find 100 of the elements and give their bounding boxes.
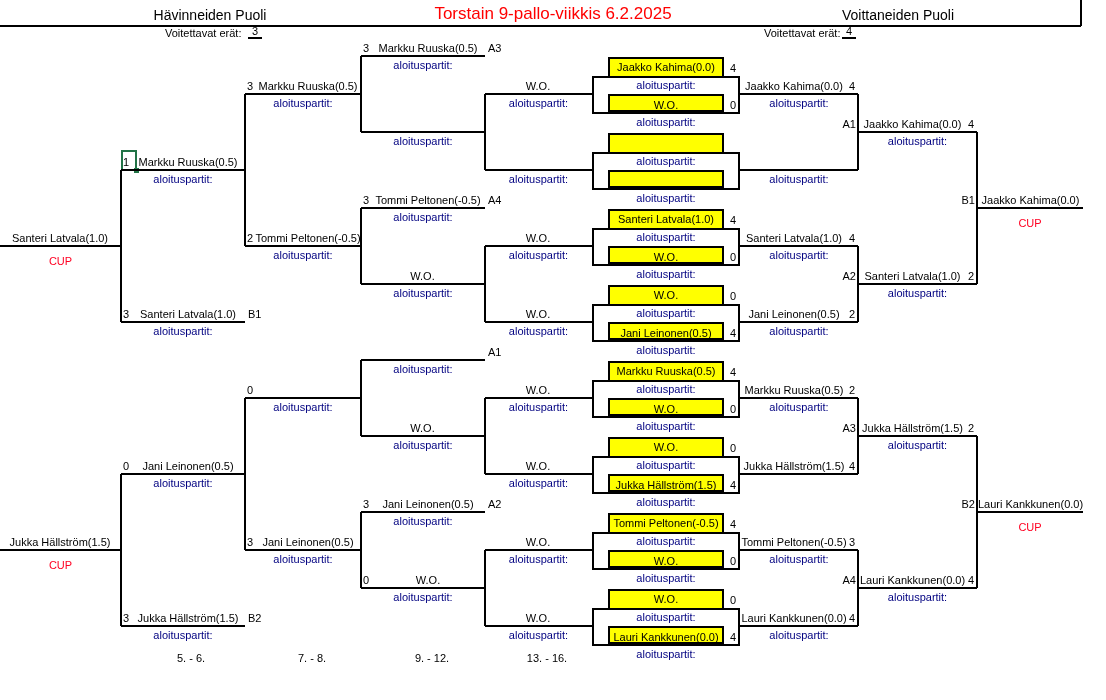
player-name: Tommi Peltonen(-0.5) xyxy=(741,536,847,549)
cup-label: CUP xyxy=(48,559,73,572)
player-name: Santeri Latvala(1.0) xyxy=(140,308,236,321)
seed-tag: A1 xyxy=(488,346,502,359)
seed-tag: A4 xyxy=(488,194,502,207)
score: 0 xyxy=(247,384,254,397)
note-text: aloituspartit: xyxy=(636,383,696,396)
score: 0 xyxy=(363,574,370,587)
bracket-connector xyxy=(484,283,486,323)
player-name: W.O. xyxy=(525,232,551,245)
score: 4 xyxy=(730,479,737,492)
bracket-connector xyxy=(484,587,486,627)
bracket-connector xyxy=(857,587,859,627)
note-text: aloituspartit: xyxy=(636,496,696,509)
score: 4 xyxy=(967,118,974,131)
match-frame xyxy=(592,380,740,418)
score: 4 xyxy=(730,366,737,379)
player-box xyxy=(608,209,724,230)
player-name: Markku Ruuska(0.5) xyxy=(616,365,716,379)
player-name: Jaakko Kahima(0.0) xyxy=(981,194,1080,207)
player-name: W.O. xyxy=(653,289,679,303)
player-name: Markku Ruuska(0.5) xyxy=(378,42,478,55)
bracket-connector xyxy=(360,93,362,133)
player-name: W.O. xyxy=(410,422,435,435)
note-text: aloituspartit: xyxy=(636,268,696,281)
note-text: aloituspartit: xyxy=(508,477,569,490)
cup-label: CUP xyxy=(1018,521,1042,534)
bracket-connector xyxy=(857,283,859,323)
player-name: Tommi Peltonen(-0.5) xyxy=(375,194,481,207)
note-text: aloituspartit: xyxy=(393,591,453,604)
note-text: aloituspartit: xyxy=(508,97,569,110)
field-label: Voitettavat erät: xyxy=(165,26,242,40)
score: 3 xyxy=(848,536,855,549)
bracket-connector xyxy=(120,549,122,627)
player-name: Jukka Hällström(1.5) xyxy=(137,612,239,625)
score: 3 xyxy=(247,80,254,93)
note-text: aloituspartit: xyxy=(636,79,696,92)
note-text: aloituspartit: xyxy=(393,135,453,148)
player-name: Santeri Latvala(1.0) xyxy=(618,213,714,227)
player-name: Jani Leinonen(0.5) xyxy=(262,536,354,549)
player-name: W.O. xyxy=(653,251,679,262)
player-name: W.O. xyxy=(410,270,435,283)
note-text: aloituspartit: xyxy=(887,591,948,604)
bracket-connector xyxy=(484,131,486,171)
player-name: Jani Leinonen(0.5) xyxy=(382,498,474,511)
player-name: Jukka Hällström(1.5) xyxy=(9,536,111,549)
note-text: aloituspartit: xyxy=(636,420,696,433)
player-box xyxy=(608,626,724,644)
note-text: aloituspartit: xyxy=(393,439,453,452)
player-name: Tommi Peltonen(-0.5) xyxy=(613,517,719,531)
seed-tag: B2 xyxy=(248,612,262,625)
score: 4 xyxy=(730,518,737,531)
player-name: W.O. xyxy=(525,612,551,625)
bracket-connector xyxy=(244,473,246,551)
seed-tag: A3 xyxy=(488,42,502,55)
score: 4 xyxy=(848,232,855,245)
note-text: aloituspartit: xyxy=(887,135,948,148)
player-name: W.O. xyxy=(525,384,551,397)
column-label: 7. - 8. xyxy=(297,651,327,665)
score: 0 xyxy=(730,555,737,568)
match-frame xyxy=(592,304,740,342)
player-box xyxy=(608,513,724,534)
note-text: aloituspartit: xyxy=(273,249,333,262)
note-text: aloituspartit: xyxy=(636,611,696,624)
column-label: 5. - 6. xyxy=(176,651,206,665)
note-text: aloituspartit: xyxy=(393,363,453,376)
note-text: aloituspartit: xyxy=(636,459,696,472)
score: 4 xyxy=(848,612,855,625)
note-text: aloituspartit: xyxy=(636,307,696,320)
bracket-connector xyxy=(360,397,362,437)
player-box xyxy=(608,94,724,112)
note-text: aloituspartit: xyxy=(508,325,569,338)
player-name: Jaakko Kahima(0.0) xyxy=(863,118,962,131)
score: 2 xyxy=(247,232,254,245)
player-name: Jukka Hällström(1.5) xyxy=(615,479,717,490)
bracket-connector xyxy=(976,207,978,285)
note-text: aloituspartit: xyxy=(636,344,696,357)
score: 0 xyxy=(730,403,737,416)
player-name: W.O. xyxy=(415,574,441,587)
player-box xyxy=(608,361,724,382)
score: 4 xyxy=(730,214,737,227)
seed-tag: B1 xyxy=(248,308,262,321)
player-box xyxy=(608,133,724,154)
score: 3 xyxy=(247,536,254,549)
player-name: Lauri Kankkunen(0.0) xyxy=(859,574,966,587)
note-text: aloituspartit: xyxy=(769,629,829,642)
match-frame xyxy=(592,532,740,570)
player-name: Jani Leinonen(0.5) xyxy=(142,460,234,473)
player-box xyxy=(608,246,724,264)
note-text: aloituspartit: xyxy=(636,231,696,244)
score: 3 xyxy=(123,308,130,321)
note-text: aloituspartit: xyxy=(508,629,569,642)
note-text: aloituspartit: xyxy=(153,477,213,490)
player-name: Jaakko Kahima(0.0) xyxy=(617,61,715,75)
score: 0 xyxy=(730,99,737,112)
player-name: W.O. xyxy=(653,593,679,607)
seed-tag: B2 xyxy=(961,498,975,511)
bracket-connector xyxy=(120,245,122,323)
seed-tag: A1 xyxy=(842,118,856,131)
player-name: Markku Ruuska(0.5) xyxy=(744,384,844,397)
